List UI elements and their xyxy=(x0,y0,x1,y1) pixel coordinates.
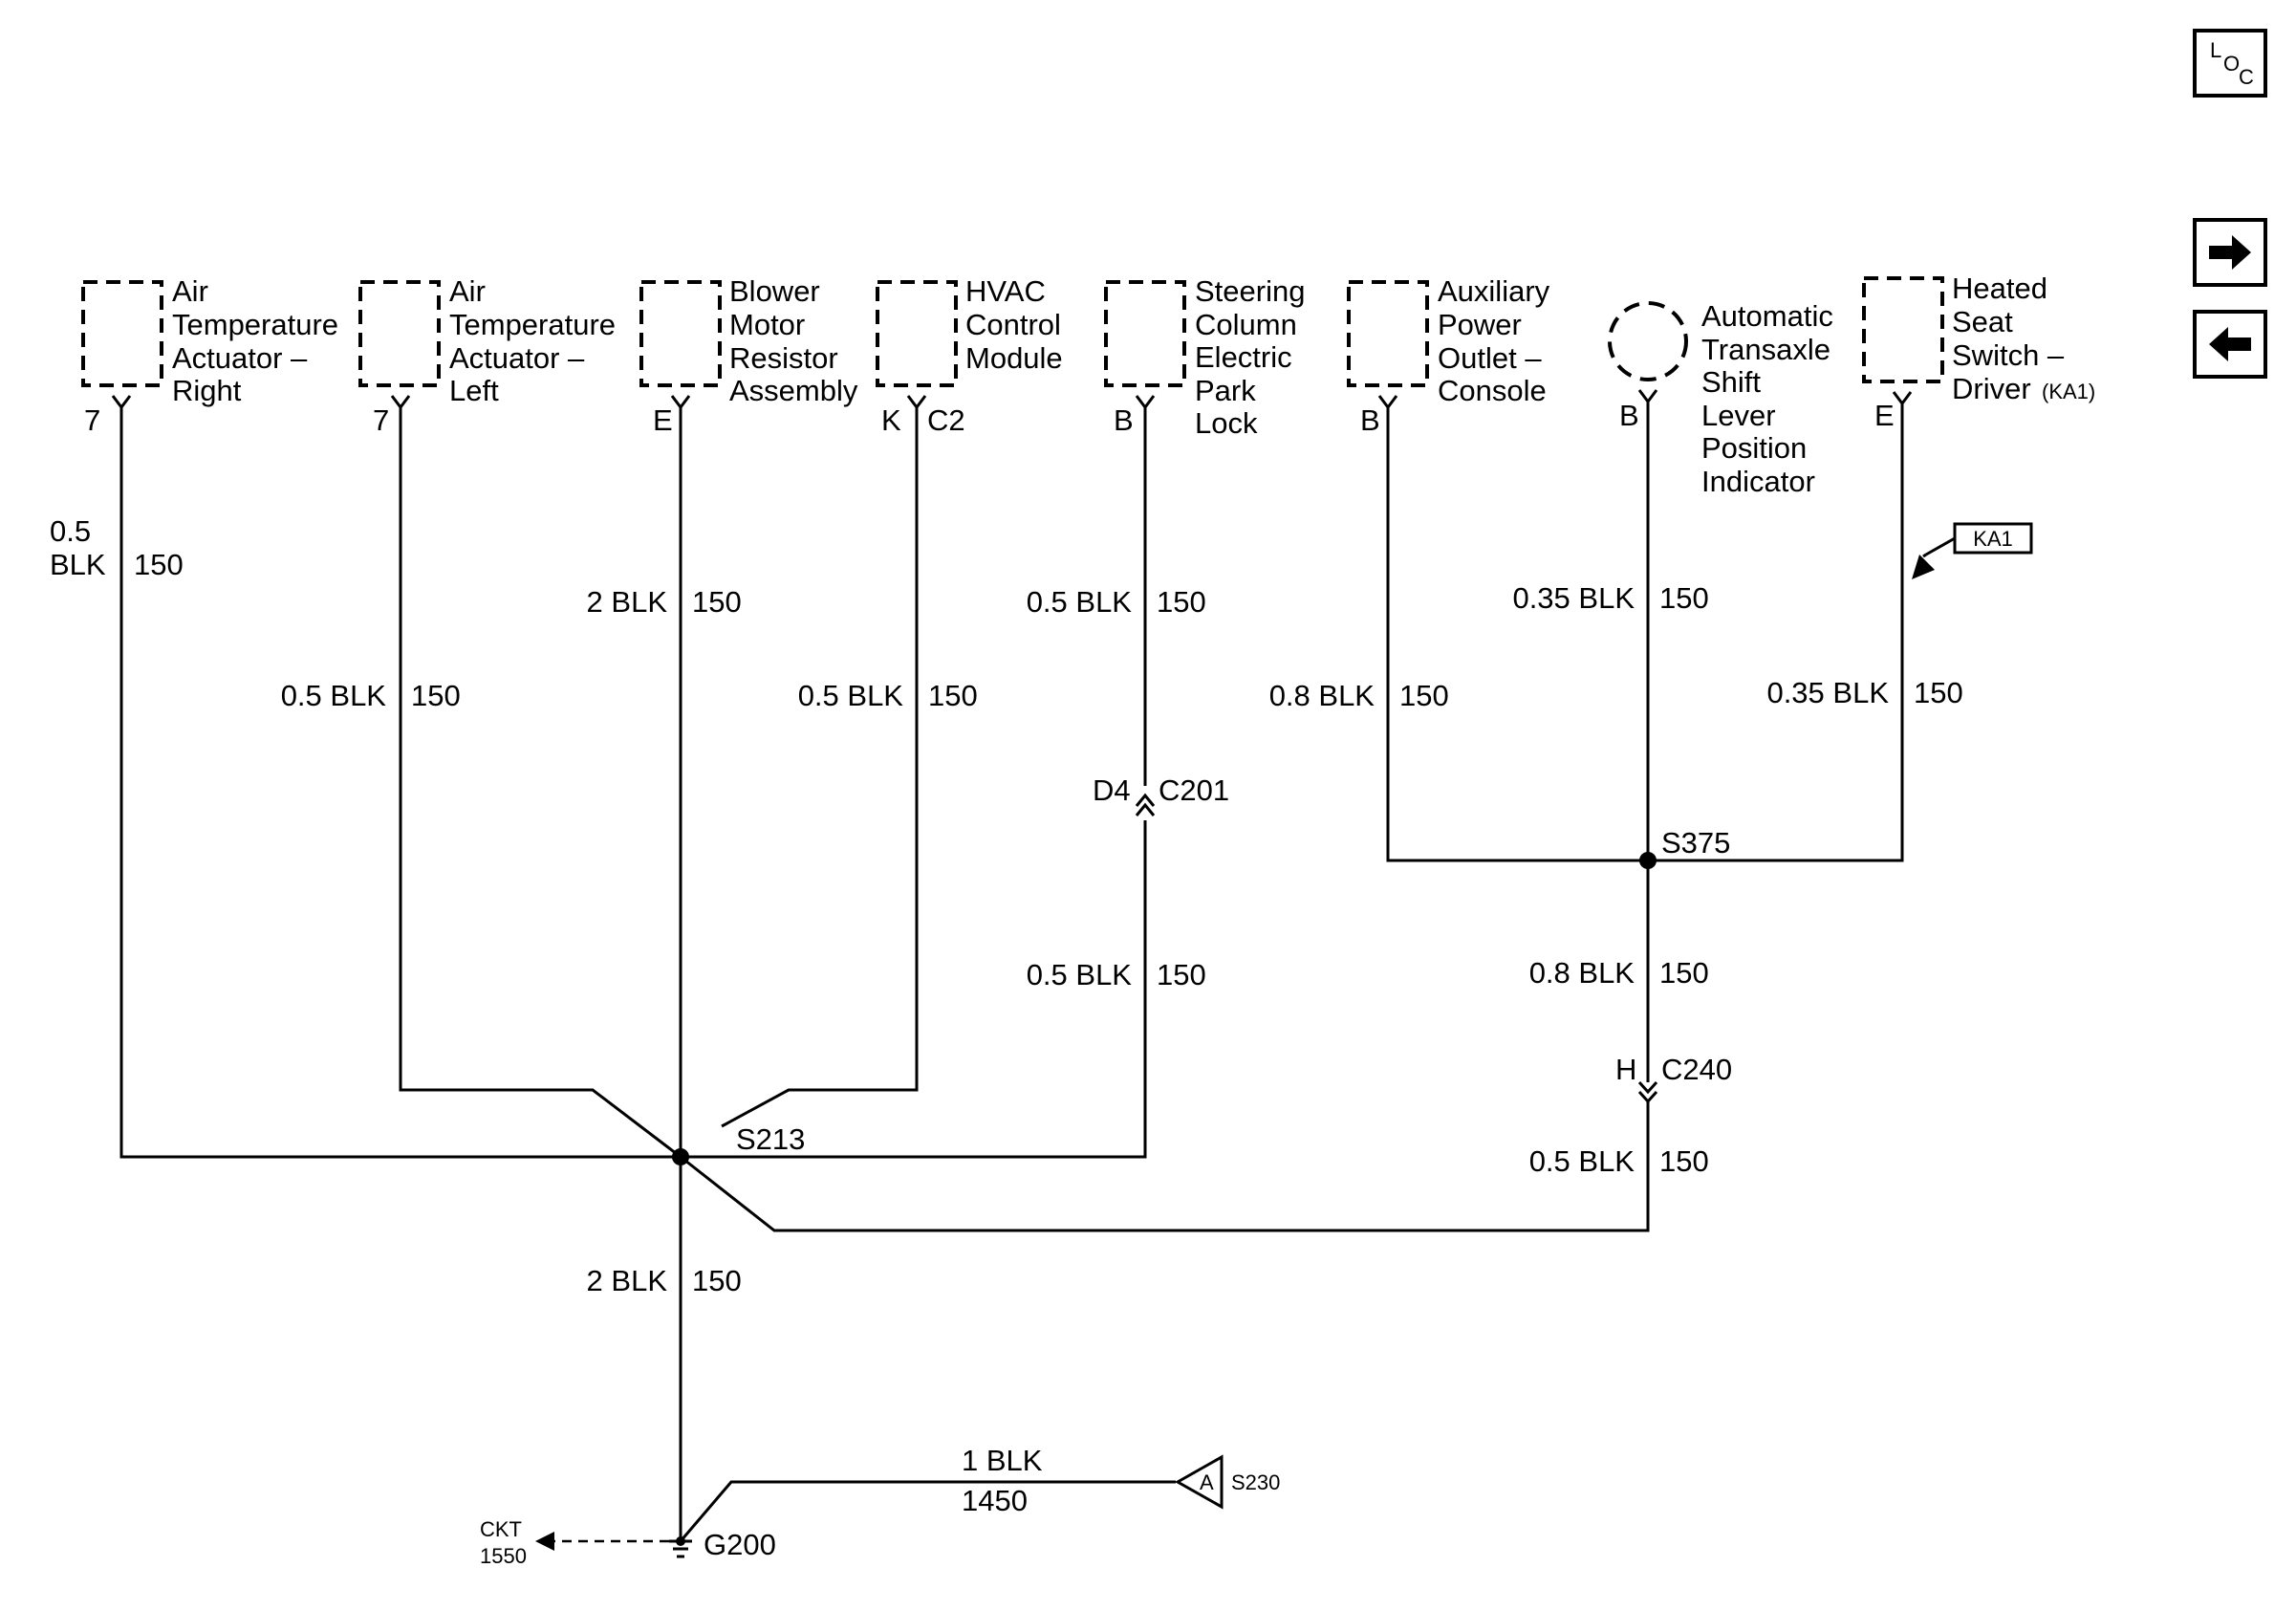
ka1-pointer-line xyxy=(1925,536,1956,556)
wire-aux-gauge: 0.8 BLK xyxy=(1269,679,1375,712)
wire-shift-circuit: 150 xyxy=(1659,581,1709,615)
c201-pin: D4 xyxy=(1093,773,1131,807)
connector-c240-symbol xyxy=(1637,1080,1658,1104)
ka1-option-flag-label: KA1 xyxy=(1973,527,2013,551)
wire-ground-gauge: 2 BLK xyxy=(587,1264,668,1297)
wire-seat-circuit: 150 xyxy=(1914,676,1963,709)
pin-hvac: K xyxy=(881,403,901,437)
wire-steer-upper-circuit: 150 xyxy=(1157,585,1206,619)
s230-pin: A xyxy=(1200,1470,1214,1494)
wire-hvac-circuit: 150 xyxy=(928,679,978,712)
loc-letter-l: L xyxy=(2210,38,2222,62)
wire-steer-lower-circuit: 150 xyxy=(1157,958,1206,991)
wire-s375-down-circuit: 150 xyxy=(1659,956,1709,990)
splice-s213-dot[interactable] xyxy=(672,1148,689,1165)
ckt-ref-arrow-icon[interactable] xyxy=(535,1532,554,1551)
wire-aux-circuit: 150 xyxy=(1399,679,1449,712)
steering-lock-box[interactable] xyxy=(1104,280,1186,387)
pin-air-temp-left: 7 xyxy=(373,403,389,437)
wire-shift-gauge: 0.35 BLK xyxy=(1512,581,1635,615)
pin-shift: B xyxy=(1619,399,1639,432)
blower-resistor-box[interactable] xyxy=(639,280,722,387)
aux-outlet-name: Auxiliary Power Outlet – Console xyxy=(1438,274,1558,407)
forward-button[interactable] xyxy=(2193,218,2267,287)
splice-s213-label: S213 xyxy=(736,1122,805,1156)
wire-blower-circuit: 150 xyxy=(692,585,742,619)
pin-blower: E xyxy=(653,403,673,437)
s230-name: S230 xyxy=(1231,1470,1280,1494)
shift-indicator-circle[interactable] xyxy=(1608,301,1688,381)
wires xyxy=(119,402,1904,1542)
hvac-module-box[interactable] xyxy=(876,280,958,387)
pin-aux: B xyxy=(1360,403,1380,437)
ground-node xyxy=(676,1536,685,1546)
wire-ground-circuit: 150 xyxy=(692,1264,742,1297)
air-temp-left-name: Air Temperature Actuator – Left xyxy=(449,274,624,407)
heated-seat-switch-box[interactable] xyxy=(1862,276,1944,383)
steering-lock-name: Steering Column Electric Park Lock xyxy=(1195,274,1313,440)
splice-s375-dot[interactable] xyxy=(1639,852,1657,869)
pin-heated-seat: E xyxy=(1874,399,1895,432)
heated-seat-option: (KA1) xyxy=(2042,380,2095,403)
hvac-module-name: HVAC Control Module xyxy=(965,274,1070,375)
wire-right-circuit: 150 xyxy=(134,548,184,581)
wire-steer-upper-gauge: 0.5 BLK xyxy=(1027,585,1133,619)
shift-indicator-name: Automatic Transaxle Shift Lever Position… xyxy=(1701,299,1841,498)
ka1-pointer-arrow-icon xyxy=(1912,555,1935,579)
wire-s375-down-gauge: 0.8 BLK xyxy=(1529,956,1635,990)
splice-s375-label: S375 xyxy=(1661,826,1730,860)
blower-resistor-name: Blower Motor Resistor Assembly xyxy=(729,274,858,407)
forward-arrow-icon xyxy=(2209,235,2251,270)
wire-c240-down-circuit: 150 xyxy=(1659,1144,1709,1178)
wire-right-gauge: 0.5 BLK xyxy=(50,514,106,581)
c240-pin: H xyxy=(1615,1053,1636,1086)
wire-s230-gauge: 1 BLK xyxy=(962,1444,1043,1477)
wire-left-circuit: 150 xyxy=(411,679,461,712)
wire-c240-down-gauge: 0.5 BLK xyxy=(1529,1144,1635,1178)
connector-c201-symbol xyxy=(1135,793,1156,816)
ground-label: G200 xyxy=(704,1528,776,1561)
wire-blower-gauge: 2 BLK xyxy=(587,585,668,619)
air-temp-actuator-right-box[interactable] xyxy=(81,280,163,387)
ka1-pointer-line-2 xyxy=(1922,553,1927,558)
wire-steer-lower-gauge: 0.5 BLK xyxy=(1027,958,1133,991)
air-temp-right-name: Air Temperature Actuator – Right xyxy=(172,274,347,407)
wire-seat-gauge: 0.35 BLK xyxy=(1766,676,1889,709)
c240-name: C240 xyxy=(1661,1053,1732,1086)
wire-s230-circuit: 1450 xyxy=(962,1484,1028,1517)
heated-seat-name: Heated Seat Switch – Driver xyxy=(1952,272,2072,405)
wire-left-gauge: 0.5 BLK xyxy=(281,679,387,712)
pin-steering: B xyxy=(1114,403,1134,437)
loc-letter-o: O xyxy=(2223,52,2241,76)
pin-air-temp-right: 7 xyxy=(84,403,100,437)
loc-letter-c: C xyxy=(2239,65,2254,89)
location-button[interactable]: L O C xyxy=(2193,29,2267,98)
c201-name: C201 xyxy=(1159,773,1229,807)
ckt-ref-label: CKT 1550 xyxy=(480,1517,528,1568)
air-temp-actuator-left-box[interactable] xyxy=(358,280,441,387)
s230-reference-triangle[interactable] xyxy=(1174,1454,1224,1510)
aux-outlet-box[interactable] xyxy=(1347,280,1429,387)
back-button[interactable] xyxy=(2193,310,2267,379)
connector-hvac-c2: C2 xyxy=(927,403,965,437)
wire-hvac-gauge: 0.5 BLK xyxy=(798,679,904,712)
back-arrow-icon xyxy=(2209,327,2251,361)
